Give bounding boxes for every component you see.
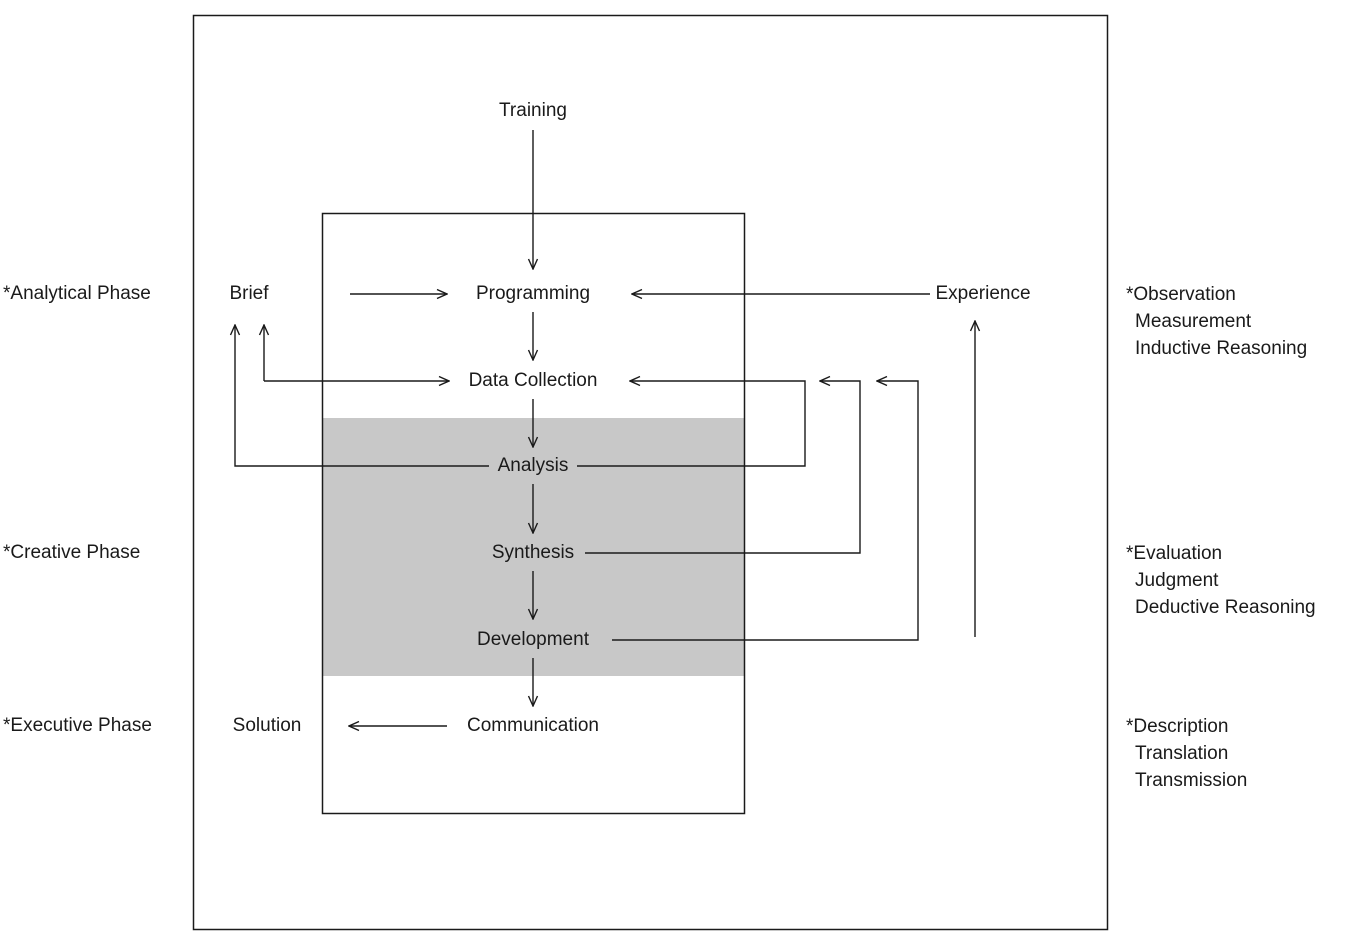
node-programming: Programming (475, 283, 591, 304)
annotation-line: Translation (1135, 743, 1229, 764)
arrows-group (235, 130, 975, 726)
annotation-line: *Evaluation (1126, 543, 1223, 564)
arrow-synthesis-to-data-collection (585, 381, 861, 554)
arrow-analysis-to-data-collection (577, 381, 806, 467)
annotation-line: *Description (1126, 716, 1229, 737)
annotation-description: *Description Translation Transmission (1126, 713, 1247, 794)
arrow-development-to-data-collection (612, 381, 919, 641)
node-training: Training (499, 100, 567, 121)
node-synthesis: Synthesis (491, 542, 575, 563)
arrow-analysis-to-brief (235, 325, 489, 467)
annotation-line: Measurement (1135, 311, 1252, 332)
annotation-line: *Observation (1126, 284, 1236, 305)
phase-label-creative: *Creative Phase (3, 542, 141, 563)
annotation-line: Inductive Reasoning (1135, 338, 1308, 359)
creative-phase-shading (323, 418, 744, 676)
node-solution: Solution (232, 715, 302, 736)
node-brief: Brief (229, 283, 269, 304)
node-communication: Communication (467, 715, 599, 736)
annotation-line: Transmission (1135, 770, 1248, 791)
phase-label-analytical: *Analytical Phase (3, 283, 151, 304)
phase-label-executive: *Executive Phase (3, 715, 152, 736)
node-analysis: Analysis (497, 455, 569, 476)
outer-frame (192, 14, 1109, 931)
annotation-line: Judgment (1135, 570, 1219, 591)
node-experience: Experience (935, 283, 1031, 304)
node-data-collection: Data Collection (468, 370, 598, 391)
annotation-evaluation: *Evaluation Judgment Deductive Reasoning (1126, 540, 1316, 621)
annotation-line: Deductive Reasoning (1135, 597, 1316, 618)
annotation-observation: *Observation Measurement Inductive Reaso… (1126, 281, 1307, 362)
node-development: Development (477, 629, 589, 650)
